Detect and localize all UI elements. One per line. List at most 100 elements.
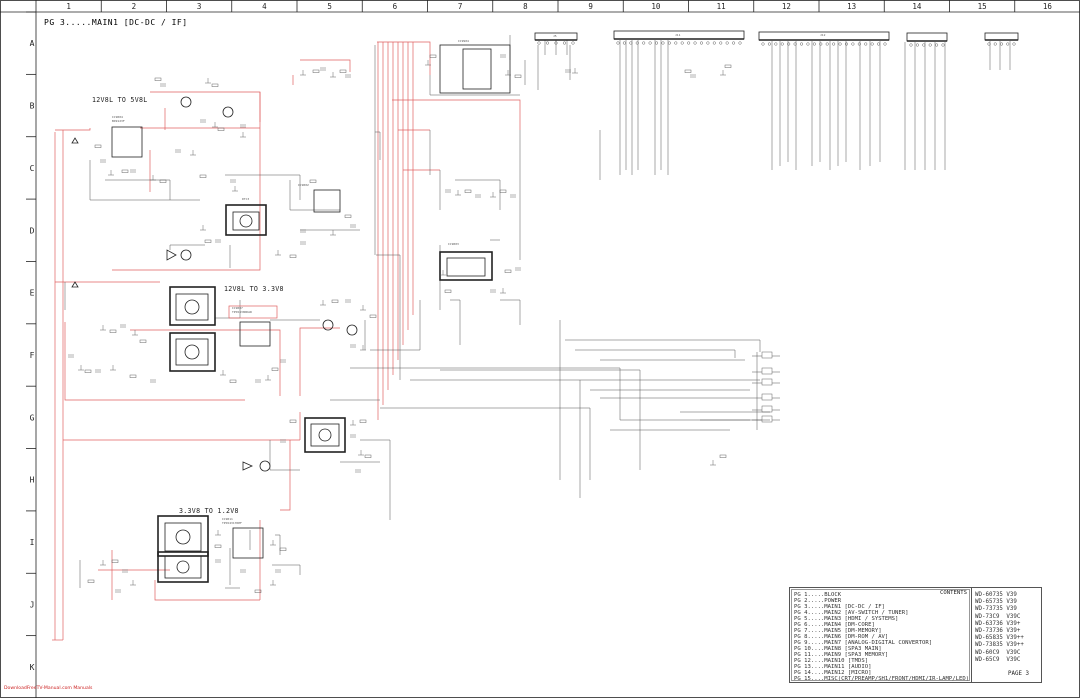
- ic-d-regulator: DTC3: [225, 197, 267, 236]
- contents-item: PG 3.....MAIN1 [DC-DC / IF]: [794, 604, 885, 610]
- row-label: A: [30, 39, 35, 48]
- row-ruler: A B C D E F G H I J K: [26, 11, 36, 672]
- column-label: 10: [651, 2, 661, 11]
- column-label: 12: [782, 2, 791, 11]
- contents-header: CONTENTS: [940, 590, 967, 596]
- svg-text:J12: J12: [820, 33, 826, 37]
- model-item: WD-73736 V39+: [975, 628, 1021, 634]
- contents-item: PG 12....MAIN10 [TMDS]: [794, 658, 869, 664]
- column-label: 3: [197, 2, 202, 11]
- column-label: 6: [393, 2, 398, 11]
- section-5v-title: 12V8L TO 5V8L: [92, 96, 148, 104]
- svg-text:TPS54317RHF: TPS54317RHF: [222, 521, 242, 525]
- model-item: WD-63736 V39+: [975, 620, 1021, 627]
- svg-text:DTC3: DTC3: [242, 197, 249, 201]
- svg-text:TPS5430DDAR: TPS5430DDAR: [232, 310, 252, 314]
- footer-link[interactable]: DownloadFreeTV-Manual.com Manuals: [4, 686, 93, 691]
- transistors: [180, 96, 358, 472]
- passive-components: [68, 54, 732, 593]
- contents-item: PG 7.....MAIN5 [DM-MEMORY]: [794, 628, 882, 634]
- buffers: [166, 249, 253, 471]
- column-label: 5: [327, 2, 332, 11]
- page-title: PG 3.....MAIN1 [DC-DC / IF]: [44, 18, 188, 27]
- svg-text:IC9904: IC9904: [458, 39, 469, 43]
- svg-text:IC9011: IC9011: [222, 517, 233, 521]
- row-label: D: [30, 226, 35, 235]
- section-3v3-title: 12V8L TO 3.3V8: [224, 285, 284, 293]
- contents-item: PG 1.....BLOCK: [794, 592, 842, 598]
- ic-a-if: IC9904: [439, 39, 511, 94]
- column-label: 7: [458, 2, 463, 11]
- row-label: F: [30, 351, 35, 360]
- row-label: H: [30, 476, 35, 485]
- column-label: 8: [523, 2, 528, 11]
- connector-pins: [537, 41, 1016, 47]
- model-item: WD-65C9 V39C: [975, 656, 1021, 663]
- contents-item: PG 14....MAIN12 [MICRO]: [794, 670, 872, 676]
- row-label: E: [30, 289, 35, 298]
- ic-1v2-controller: IC9011 TPS54317RHF: [222, 517, 264, 559]
- column-label: 1: [66, 2, 71, 11]
- signal-wiring: [64, 35, 770, 589]
- ic-3v3-fet-lower: [169, 332, 216, 372]
- component-stack-right: [752, 351, 780, 430]
- power-rails: [52, 59, 351, 641]
- model-item: WD-73735 V39: [975, 606, 1017, 613]
- contents-item: PG 15....MISC(CRT/PREAMP/SH1/FRONT/HDMI/…: [794, 676, 970, 682]
- ic-g-fet: [304, 417, 346, 453]
- model-item: WD-65735 V39: [975, 599, 1017, 606]
- column-label: 2: [132, 2, 137, 11]
- row-label: B: [30, 102, 35, 111]
- ic-3v3-fet-upper: [169, 286, 216, 326]
- column-label: 11: [717, 2, 726, 11]
- connector-12: J12: [758, 31, 890, 41]
- row-label: J: [30, 600, 35, 609]
- model-item: WD-73C9 V39C: [975, 613, 1021, 620]
- ic-e-regulator: IC9003: [439, 242, 493, 281]
- connector-14: [906, 32, 948, 42]
- ic-c-controller: IC9002: [298, 183, 341, 213]
- ic-1v2-fet-upper: [157, 515, 209, 557]
- connector-9: J5: [534, 32, 578, 41]
- column-label: 4: [262, 2, 267, 11]
- contents-item: PG 4.....MAIN2 [AV-SWITCH / TUNER]: [794, 610, 909, 616]
- contents-item: PG 13....MAIN11 [AUDIO]: [794, 664, 872, 670]
- contents-item: PG 2.....POWER: [794, 598, 842, 604]
- warning-triangles: [71, 137, 79, 288]
- column-label: 9: [588, 2, 593, 11]
- row-label: I: [30, 538, 35, 547]
- svg-text:J11: J11: [675, 33, 681, 37]
- contents-item: PG 10....MAIN8 [SPA3 MAIN]: [794, 646, 882, 652]
- signal-bus-red: [377, 40, 1011, 420]
- contents-item: PG 11....MAIN9 [SPA3 MEMORY]: [794, 652, 889, 658]
- model-item: WD-65835 V39++: [975, 635, 1024, 642]
- column-label: 15: [978, 2, 987, 11]
- svg-text:IC9004: IC9004: [112, 115, 123, 119]
- row-label: G: [30, 413, 35, 422]
- section-1v2-title: 3.3V8 TO 1.2V8: [179, 507, 239, 515]
- svg-text:IC9002: IC9002: [298, 183, 309, 187]
- column-label: 14: [912, 2, 922, 11]
- svg-text:J5: J5: [553, 34, 557, 38]
- column-label: 16: [1043, 2, 1053, 11]
- ic-3v3-controller: IC9007 TPS5430DDAR: [228, 305, 278, 347]
- contents-item: PG 5.....MAIN3 [HDMI / SYSTEMS]: [794, 616, 899, 622]
- page-number: PAGE 3: [1008, 671, 1029, 677]
- column-label: 13: [847, 2, 856, 11]
- row-label: K: [30, 663, 35, 672]
- contents-item: PG 8.....MAIN6 [DM-ROM / AV]: [794, 634, 889, 640]
- connector-10: J11: [613, 30, 745, 40]
- svg-text:BD9123F: BD9123F: [112, 119, 125, 123]
- contents-item: PG 9.....MAIN7 [ANALOG-DIGITAL CONVERTOR…: [794, 640, 933, 646]
- row-label: C: [30, 164, 35, 173]
- ic-1v2-fet-lower: [157, 551, 209, 583]
- svg-text:IC9007: IC9007: [232, 306, 243, 310]
- model-item: WD-60C9 V39C: [975, 649, 1021, 656]
- model-item: WD-73835 V39++: [975, 642, 1024, 649]
- model-item: WD-60735 V39: [975, 592, 1017, 598]
- svg-text:IC9003: IC9003: [448, 242, 459, 246]
